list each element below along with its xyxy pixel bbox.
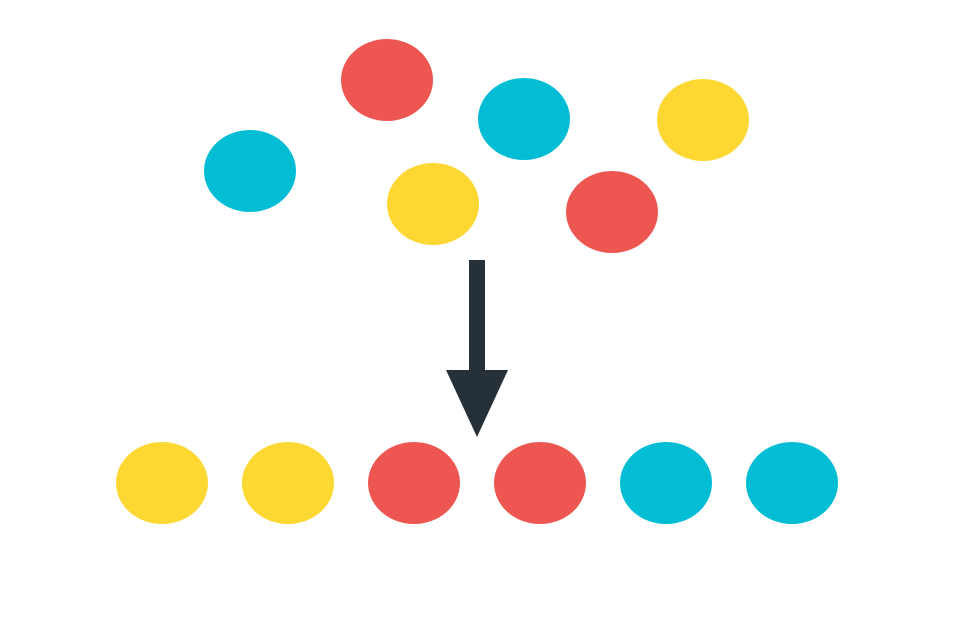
dot-scattered-yellow-2 [387, 163, 479, 245]
dot-scattered-red-2 [566, 171, 658, 253]
dot-sorted-red-2 [494, 442, 586, 524]
dot-sorted-yellow-2 [242, 442, 334, 524]
dot-sorted-red-1 [368, 442, 460, 524]
dot-sorted-yellow-1 [116, 442, 208, 524]
down-arrow-icon [446, 260, 508, 437]
dot-scattered-yellow-1 [657, 79, 749, 161]
dot-scattered-blue-1 [478, 78, 570, 160]
arrow-shaft [469, 260, 485, 374]
dot-sorted-blue-2 [746, 442, 838, 524]
dot-sorted-blue-1 [620, 442, 712, 524]
dot-scattered-blue-2 [204, 130, 296, 212]
scattered-dots-group [204, 39, 749, 253]
arrow-head [446, 370, 508, 437]
dot-scattered-red-1 [341, 39, 433, 121]
sorted-dots-group [116, 442, 838, 524]
